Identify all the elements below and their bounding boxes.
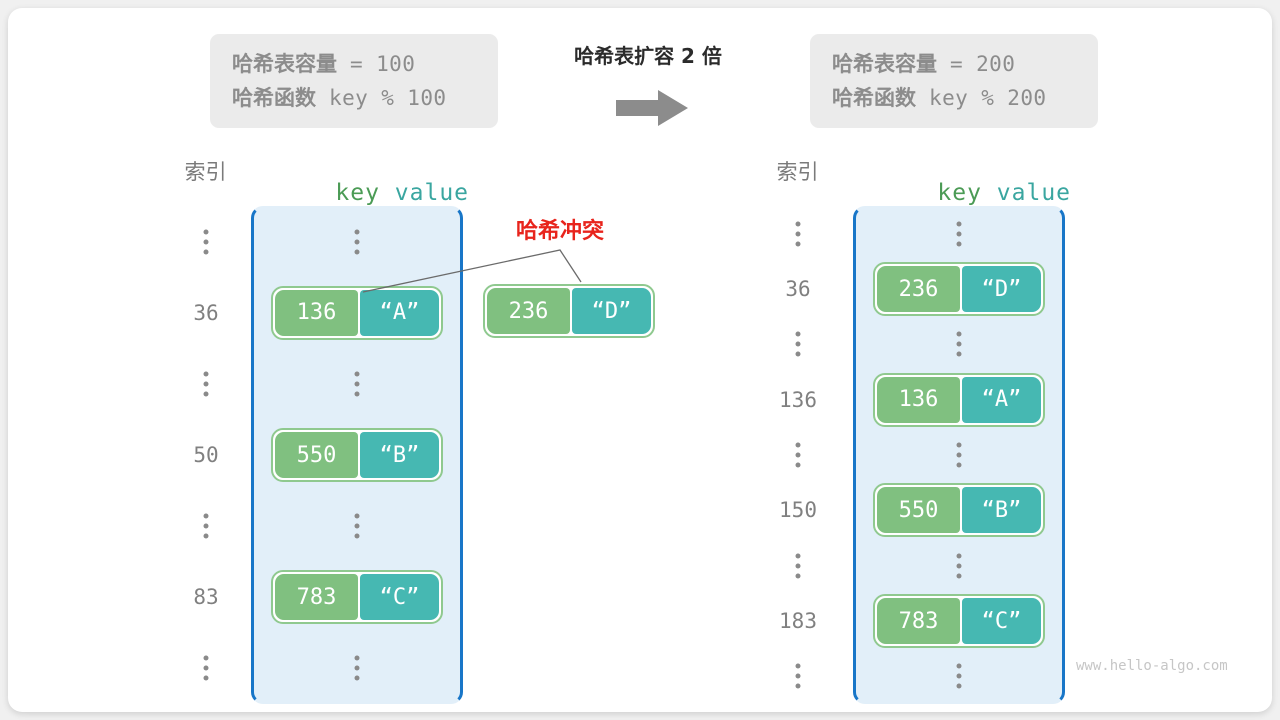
after-capacity-expr: = 200 xyxy=(937,52,1016,76)
before-info-box: 哈希表容量 = 100 哈希函数 key % 100 xyxy=(210,34,498,128)
after-kv-pair: 236“D” xyxy=(873,262,1045,316)
after-kv-key: 136 xyxy=(877,376,960,423)
before-header-value: value xyxy=(394,180,470,206)
before-kv-key: 550 xyxy=(275,432,358,478)
after-kv-key: 550 xyxy=(877,487,960,534)
before-index-label: 36 xyxy=(193,300,219,325)
after-kv-key: 783 xyxy=(877,598,960,644)
collision-detached-key: 236 xyxy=(487,288,570,334)
after-row-ellipsis-icon xyxy=(956,221,962,247)
diagram-card: 哈希表容量 = 100 哈希函数 key % 100 哈希表扩容 2 倍 哈希表… xyxy=(8,8,1272,712)
after-info-box: 哈希表容量 = 200 哈希函数 key % 200 xyxy=(810,34,1098,128)
after-row-ellipsis-icon xyxy=(956,442,962,468)
before-row-ellipsis-icon xyxy=(354,229,360,255)
right-arrow-icon xyxy=(614,88,692,128)
before-kv-key: 783 xyxy=(275,574,358,621)
before-index-ellipsis-icon xyxy=(203,229,209,255)
before-header-key: key xyxy=(335,180,380,206)
collision-label: 哈希冲突 xyxy=(515,219,604,244)
after-capacity-line: 哈希表容量 = 200 xyxy=(832,47,1076,81)
after-index-ellipsis-icon xyxy=(795,331,801,357)
collision-leader-lines xyxy=(362,249,582,293)
before-function-expr: key % 100 xyxy=(316,86,447,110)
after-kv-value: “D” xyxy=(961,266,1041,312)
after-kv-value: “B” xyxy=(961,487,1041,534)
collision-detached-value: “D” xyxy=(571,288,651,334)
before-index-ellipsis-icon xyxy=(203,513,209,539)
before-kv-value: “B” xyxy=(359,432,439,478)
before-row-ellipsis-icon xyxy=(354,513,360,539)
after-row-ellipsis-icon xyxy=(956,331,962,357)
after-index-label: 136 xyxy=(779,387,817,412)
diagram-title: 哈希表扩容 2 倍 xyxy=(574,44,722,68)
after-row-ellipsis-icon xyxy=(956,663,962,689)
after-header-value: value xyxy=(996,180,1072,206)
before-function-line: 哈希函数 key % 100 xyxy=(232,81,476,115)
before-row-ellipsis-icon xyxy=(354,371,360,397)
before-kv-pair: 783“C” xyxy=(271,570,443,625)
before-index-label: 83 xyxy=(193,585,219,610)
after-kv-value: “A” xyxy=(961,376,1041,423)
after-index-ellipsis-icon xyxy=(795,553,801,579)
after-kv-value: “C” xyxy=(961,598,1041,644)
before-function-label: 哈希函数 xyxy=(232,86,316,110)
after-capacity-label: 哈希表容量 xyxy=(832,52,937,76)
before-header-index: 索引 xyxy=(184,160,227,184)
after-kv-pair: 783“C” xyxy=(873,594,1045,648)
after-index-ellipsis-icon xyxy=(795,442,801,468)
after-header-key: key xyxy=(937,180,982,206)
after-row-ellipsis-icon xyxy=(956,553,962,579)
after-index-ellipsis-icon xyxy=(795,663,801,689)
after-kv-pair: 550“B” xyxy=(873,483,1045,538)
before-index-ellipsis-icon xyxy=(203,371,209,397)
watermark: www.hello-algo.com xyxy=(1076,658,1228,674)
after-function-line: 哈希函数 key % 200 xyxy=(832,81,1076,115)
after-kv-key: 236 xyxy=(877,266,960,312)
before-row-ellipsis-icon xyxy=(354,655,360,681)
before-header-keyvalue: key value xyxy=(276,154,469,232)
after-index-ellipsis-icon xyxy=(795,221,801,247)
after-function-label: 哈希函数 xyxy=(832,86,916,110)
after-function-expr: key % 200 xyxy=(916,86,1047,110)
after-header-index: 索引 xyxy=(776,160,819,184)
before-index-label: 50 xyxy=(193,443,219,467)
after-index-label: 150 xyxy=(779,498,817,523)
before-kv-value: “C” xyxy=(359,574,439,621)
before-kv-pair: 550“B” xyxy=(271,428,443,482)
before-kv-pair: 136“A” xyxy=(271,285,443,340)
after-index-label: 36 xyxy=(785,277,811,301)
before-capacity-line: 哈希表容量 = 100 xyxy=(232,47,476,81)
after-index-label: 183 xyxy=(779,609,817,633)
after-kv-pair: 136“A” xyxy=(873,372,1045,427)
collision-detached-pair: 236 “D” xyxy=(483,284,655,338)
after-header-keyvalue: key value xyxy=(878,154,1071,232)
before-index-ellipsis-icon xyxy=(203,655,209,681)
before-kv-value: “A” xyxy=(359,289,439,336)
before-capacity-label: 哈希表容量 xyxy=(232,52,337,76)
before-kv-key: 136 xyxy=(275,289,358,336)
before-capacity-expr: = 100 xyxy=(337,52,416,76)
